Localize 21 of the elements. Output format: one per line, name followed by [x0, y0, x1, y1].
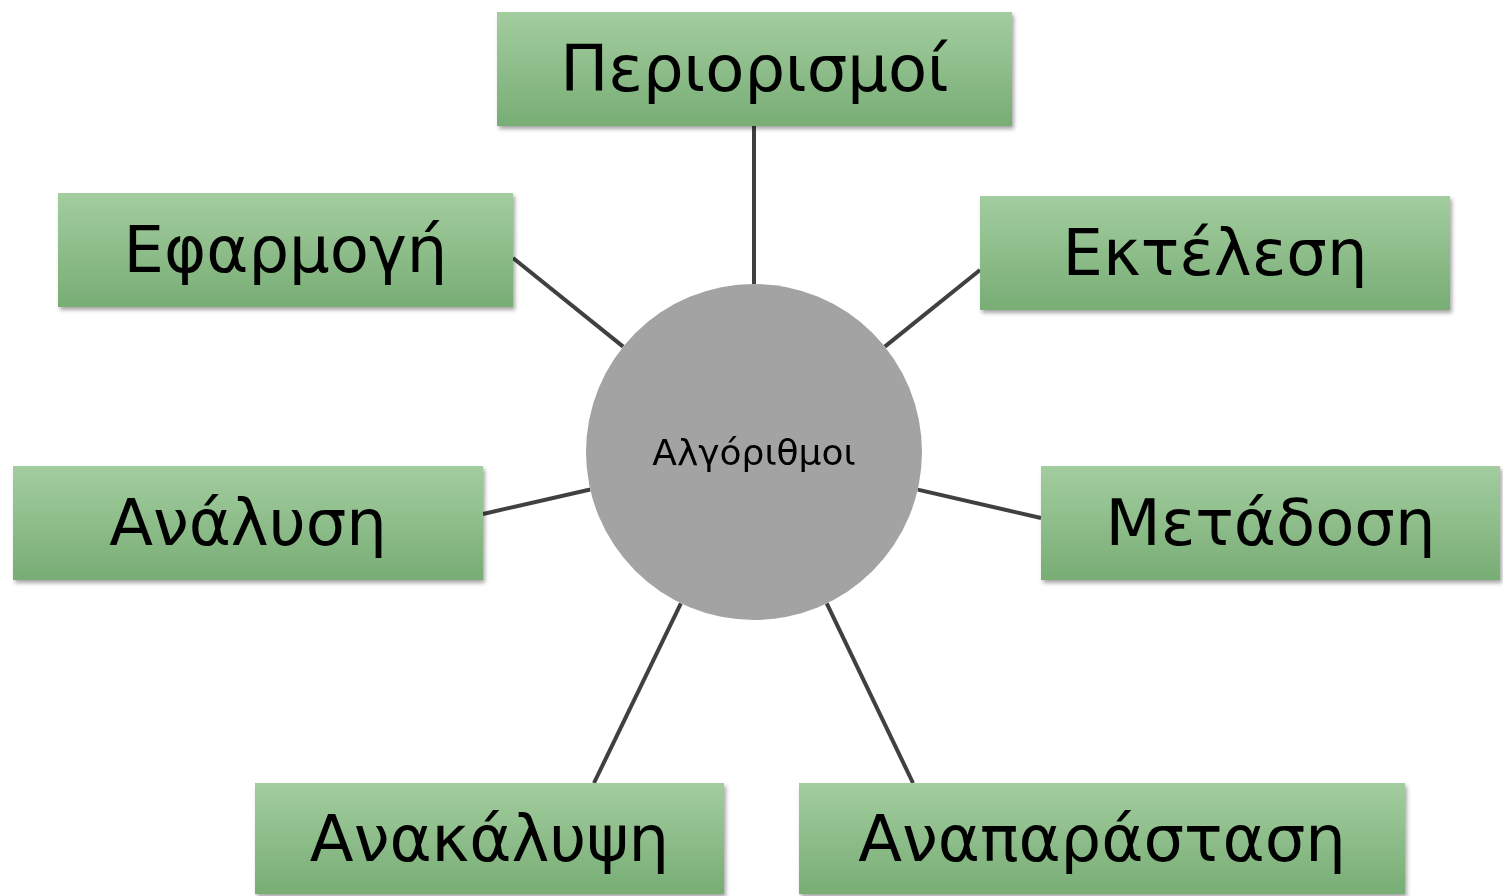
connector-line [824, 602, 915, 784]
topic-box [980, 196, 1450, 310]
node-label: Μετάδοση [1105, 486, 1436, 560]
node-label: Εφαρμογή [123, 213, 448, 287]
node-label: Αναπαράσταση [858, 801, 1346, 876]
topic-box [255, 783, 724, 894]
connector-line [917, 487, 1042, 520]
topic-box [799, 783, 1405, 894]
connector-line [752, 126, 756, 284]
topic-box [497, 12, 1012, 126]
node-label: Ανάλυση [109, 486, 387, 560]
topic-box [58, 193, 513, 307]
node-label: Ανακάλυψη [309, 801, 670, 876]
connector-line [592, 602, 683, 784]
node-label: Εκτέλεση [1062, 216, 1368, 290]
topic-box [13, 466, 483, 580]
node-label: Αλγόριθμοι [652, 431, 856, 473]
topic-box [1041, 466, 1500, 580]
connector-line [883, 268, 982, 349]
node-label: Περιορισμοί [560, 32, 949, 106]
connector-line [482, 487, 591, 516]
